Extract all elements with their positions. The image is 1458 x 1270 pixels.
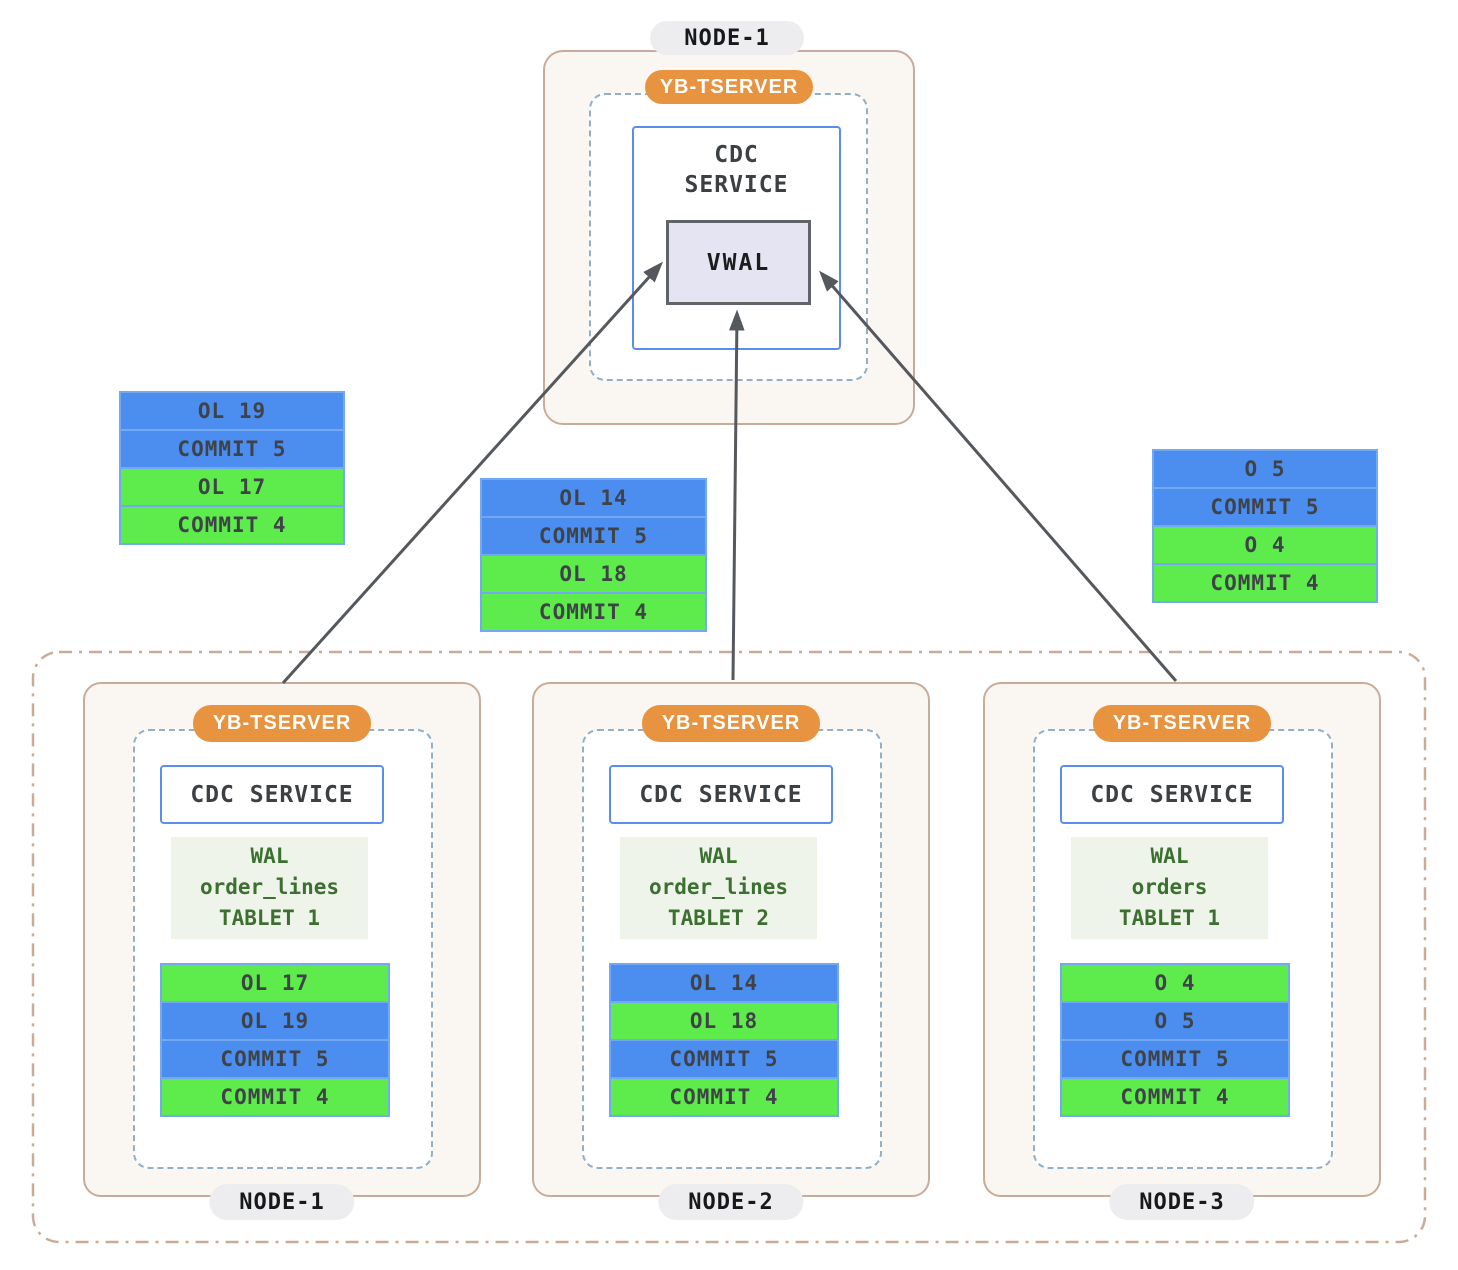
wal-tablet-label: WAL order_lines TABLET 2 xyxy=(620,837,817,939)
wal-records-stack-right: O 5 COMMIT 5 O 4 COMMIT 4 xyxy=(1152,449,1378,603)
wal-record-row: OL 17 xyxy=(160,963,390,1003)
wal-record-row: O 4 xyxy=(1060,963,1290,1003)
tablet-wal-stack: OL 14 OL 18 COMMIT 5 COMMIT 4 xyxy=(609,963,839,1117)
node-label: NODE-1 xyxy=(209,1184,355,1220)
bottom-node-1: YB-TSERVER CDC SERVICE WAL order_lines T… xyxy=(83,682,481,1220)
tserver-badge: YB-TSERVER xyxy=(193,705,371,742)
wal-record-row: OL 19 xyxy=(160,1001,390,1041)
wal-records-stack-left: OL 19 COMMIT 5 OL 17 COMMIT 4 xyxy=(119,391,345,545)
tserver-badge: YB-TSERVER xyxy=(642,705,820,742)
wal-record-row: COMMIT 4 xyxy=(609,1077,839,1117)
wal-record-row: OL 14 xyxy=(480,478,707,518)
wal-record-row: O 5 xyxy=(1060,1001,1290,1041)
cdc-service-box: CDC SERVICE xyxy=(1060,765,1284,824)
cdc-service-box: CDC SERVICE xyxy=(609,765,833,824)
cdc-service-box: CDC SERVICE xyxy=(160,765,384,824)
wal-record-row: COMMIT 5 xyxy=(119,429,345,469)
wal-record-row: OL 18 xyxy=(609,1001,839,1041)
wal-record-row: OL 14 xyxy=(609,963,839,1003)
node-label: NODE-2 xyxy=(658,1184,804,1220)
wal-record-row: OL 18 xyxy=(480,554,707,594)
wal-record-row: COMMIT 4 xyxy=(160,1077,390,1117)
wal-record-row: COMMIT 5 xyxy=(609,1039,839,1079)
wal-record-row: OL 19 xyxy=(119,391,345,431)
bottom-node-2: YB-TSERVER CDC SERVICE WAL order_lines T… xyxy=(532,682,930,1220)
top-tserver-badge: YB-TSERVER xyxy=(645,70,813,104)
tserver-badge: YB-TSERVER xyxy=(1093,705,1271,742)
node-label: NODE-3 xyxy=(1109,1184,1255,1220)
wal-record-row: COMMIT 5 xyxy=(1060,1039,1290,1079)
tablet-wal-stack: O 4 O 5 COMMIT 5 COMMIT 4 xyxy=(1060,963,1290,1117)
tablet-wal-stack: OL 17 OL 19 COMMIT 5 COMMIT 4 xyxy=(160,963,390,1117)
wal-record-row: COMMIT 4 xyxy=(119,505,345,545)
wal-record-row: COMMIT 4 xyxy=(1060,1077,1290,1117)
wal-records-stack-middle: OL 14 COMMIT 5 OL 18 COMMIT 4 xyxy=(480,478,707,632)
wal-tablet-label: WAL orders TABLET 1 xyxy=(1071,837,1268,939)
wal-tablet-label: WAL order_lines TABLET 1 xyxy=(171,837,368,939)
wal-record-row: OL 17 xyxy=(119,467,345,507)
wal-record-row: O 4 xyxy=(1152,525,1378,565)
wal-record-row: COMMIT 5 xyxy=(1152,487,1378,527)
wal-record-row: COMMIT 5 xyxy=(480,516,707,556)
wal-record-row: COMMIT 4 xyxy=(480,592,707,632)
top-node-label: NODE-1 xyxy=(650,21,804,55)
wal-record-row: O 5 xyxy=(1152,449,1378,489)
bottom-node-3: YB-TSERVER CDC SERVICE WAL orders TABLET… xyxy=(983,682,1381,1220)
wal-record-row: COMMIT 4 xyxy=(1152,563,1378,603)
wal-record-row: COMMIT 5 xyxy=(160,1039,390,1079)
top-cdc-service-label: CDC SERVICE xyxy=(684,142,789,198)
vwal-box: VWAL xyxy=(666,220,811,305)
